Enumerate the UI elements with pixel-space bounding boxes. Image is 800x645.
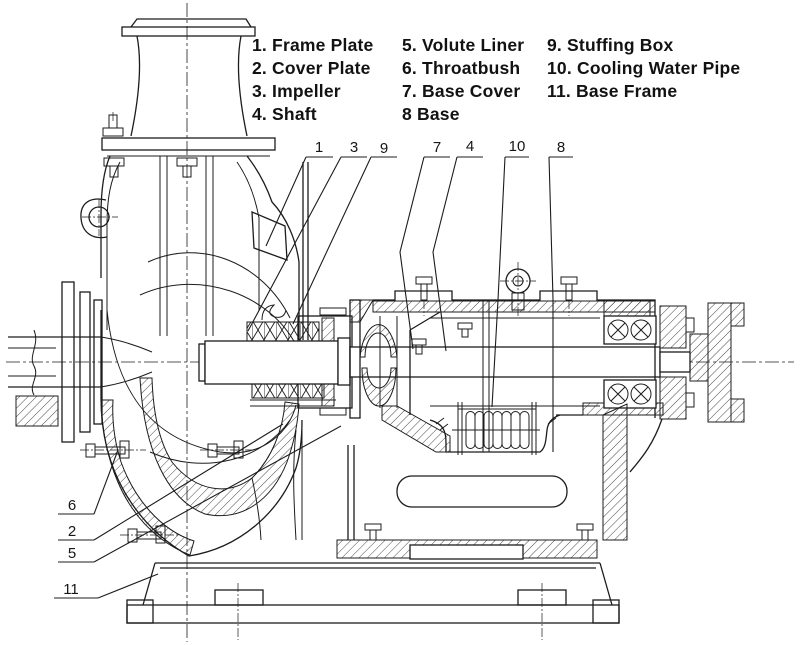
base bbox=[336, 403, 663, 560]
base-cover-wall bbox=[409, 311, 441, 415]
casing-lug bbox=[80, 198, 108, 239]
base-bolts bbox=[364, 523, 594, 541]
shaft-sleeve bbox=[204, 340, 339, 385]
suction-pipe bbox=[8, 336, 101, 388]
base-pillar bbox=[602, 403, 628, 541]
leader-1 bbox=[265, 156, 333, 247]
gland-bolt bbox=[319, 307, 347, 316]
volute-liner bbox=[139, 377, 300, 516]
bearing-end-cap bbox=[659, 305, 695, 420]
legend-item: 7. Base Cover bbox=[402, 81, 521, 101]
parts-legend: 1. Frame Plate 2. Cover Plate 3. Impelle… bbox=[252, 34, 740, 126]
shaft bbox=[198, 337, 691, 386]
pad-centerlines bbox=[237, 583, 543, 640]
leader-8 bbox=[548, 156, 573, 452]
leader-11 bbox=[54, 573, 159, 599]
mounting-pad bbox=[214, 589, 264, 606]
callout-number: 7 bbox=[433, 139, 441, 156]
legend-item: 1. Frame Plate bbox=[252, 35, 374, 55]
base-frame bbox=[126, 562, 620, 624]
leader-6 bbox=[58, 449, 119, 515]
shaft-collar bbox=[337, 337, 351, 386]
callout-number: 1 bbox=[315, 139, 323, 156]
leader-7 bbox=[399, 156, 450, 350]
legend-item: 2. Cover Plate bbox=[252, 58, 371, 78]
impeller-eye bbox=[100, 336, 153, 388]
coil-pocket bbox=[429, 414, 561, 453]
housing-bolts bbox=[411, 276, 578, 355]
frame-plate-facet bbox=[251, 210, 288, 261]
legend-item: 6. Throatbush bbox=[402, 58, 521, 78]
base-plate bbox=[126, 604, 620, 624]
callout-number: 8 bbox=[557, 139, 565, 156]
legend-item: 10. Cooling Water Pipe bbox=[547, 58, 741, 78]
leader-2 bbox=[58, 423, 284, 541]
leader-4 bbox=[432, 156, 483, 352]
legend-column-1: 1. Frame Plate 2. Cover Plate 3. Impelle… bbox=[252, 34, 402, 126]
legend-item: 5. Volute Liner bbox=[402, 35, 525, 55]
flange-bolts bbox=[102, 114, 198, 178]
callouts: 1 3 9 7 4 10 8 6 2 5 11 bbox=[54, 138, 573, 599]
callout-number: 11 bbox=[63, 581, 79, 598]
eyebolt bbox=[505, 268, 531, 311]
legend-item: 9. Stuffing Box bbox=[547, 35, 674, 55]
bearing-assembly bbox=[372, 268, 695, 453]
leader-3 bbox=[247, 156, 367, 332]
callout-number: 6 bbox=[68, 497, 76, 514]
callout-number: 3 bbox=[350, 139, 358, 156]
legend-item: 11. Base Frame bbox=[547, 81, 678, 101]
shaft-body bbox=[349, 346, 661, 378]
callout-number: 10 bbox=[509, 138, 526, 155]
legend-column-3: 9. Stuffing Box 10. Cooling Water Pipe 1… bbox=[547, 34, 740, 126]
callout-number: 5 bbox=[68, 545, 76, 562]
mounting-pad bbox=[517, 589, 567, 606]
coupling-flange bbox=[707, 302, 732, 423]
discharge-pipe-walls bbox=[159, 156, 214, 336]
coupling bbox=[689, 302, 745, 423]
lug-centerline bbox=[82, 199, 118, 236]
gland-bolt bbox=[319, 407, 347, 416]
legend-item: 8 Base bbox=[402, 104, 460, 124]
packing-top bbox=[246, 321, 320, 343]
callout-number: 4 bbox=[466, 138, 474, 155]
base-window bbox=[396, 475, 568, 508]
seal-water-curl bbox=[261, 304, 287, 321]
leader-5 bbox=[58, 425, 342, 563]
legend-item: 3. Impeller bbox=[252, 81, 341, 101]
leader-10 bbox=[491, 156, 529, 408]
coupling-hub bbox=[689, 333, 709, 382]
leader-9 bbox=[292, 156, 397, 325]
volute-outer bbox=[100, 397, 303, 557]
callout-number: 2 bbox=[68, 523, 76, 540]
cooling-water-pipe bbox=[429, 402, 561, 455]
callout-number: 9 bbox=[380, 140, 388, 157]
discharge-flange bbox=[121, 26, 256, 37]
lug-hole bbox=[88, 206, 110, 228]
legend-column-2: 5. Volute Liner 6. Throatbush 7. Base Co… bbox=[402, 34, 547, 126]
pipe-break-line bbox=[31, 329, 37, 396]
frame-plate-edge bbox=[302, 162, 309, 340]
pump-casing bbox=[80, 155, 309, 557]
volute-liner-section bbox=[139, 377, 300, 516]
ball-bearings bbox=[603, 299, 657, 409]
casing-top-flange bbox=[101, 137, 276, 151]
discharge-nozzle bbox=[101, 18, 276, 336]
shaft-seal bbox=[349, 299, 398, 419]
shaft-end bbox=[659, 351, 691, 373]
legend-item: 4. Shaft bbox=[252, 104, 317, 124]
